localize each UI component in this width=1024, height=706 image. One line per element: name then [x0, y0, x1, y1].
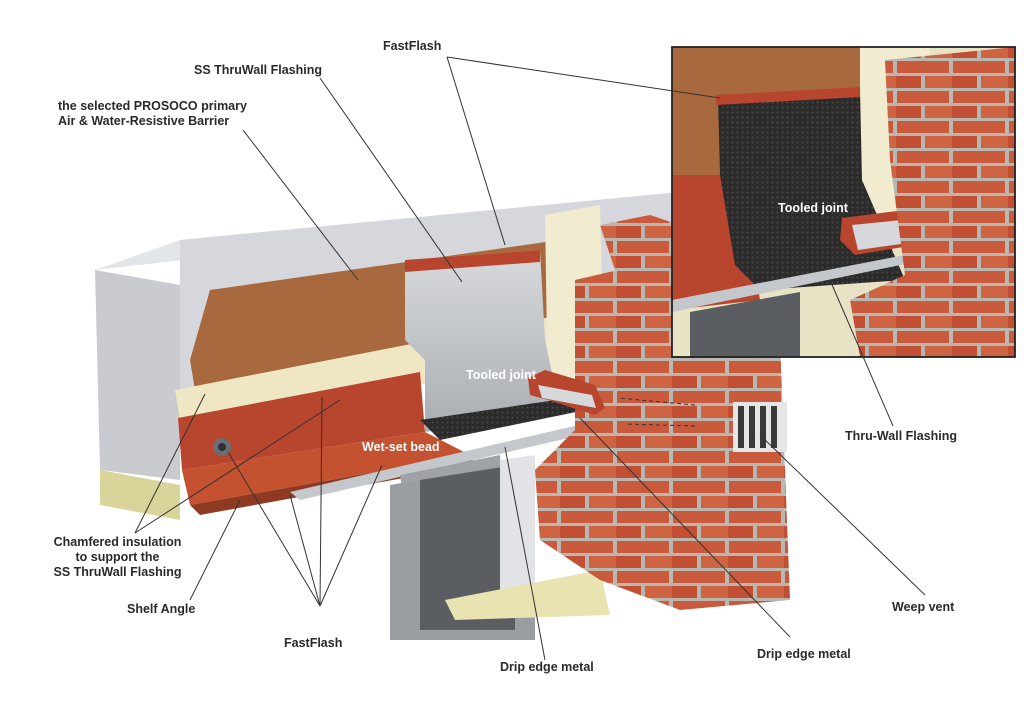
anchor-bolt-center	[218, 443, 226, 451]
label-drip-edge-2: Drip edge metal	[757, 647, 851, 662]
label-chamfered: Chamfered insulation to support the SS T…	[40, 535, 195, 580]
label-ss-thruwall: SS ThruWall Flashing	[194, 63, 322, 78]
label-fastflash-bottom: FastFlash	[284, 636, 342, 651]
label-weep-vent: Weep vent	[892, 600, 954, 615]
label-chamfered-line1: Chamfered insulation	[40, 535, 195, 550]
label-wet-set-bead: Wet-set bead	[362, 440, 440, 454]
label-barrier-line1: the selected PROSOCO primary	[58, 99, 247, 114]
label-thru-wall: Thru-Wall Flashing	[845, 429, 957, 444]
label-shelf-angle: Shelf Angle	[127, 602, 195, 617]
sheathing-wall	[95, 270, 180, 480]
label-barrier-line2: Air & Water-Resistive Barrier	[58, 114, 247, 129]
weep-vent	[733, 402, 787, 452]
label-barrier: the selected PROSOCO primary Air & Water…	[58, 99, 247, 129]
label-fastflash-top: FastFlash	[383, 39, 441, 54]
steel-beam-flange	[500, 455, 535, 605]
label-chamfered-line2: to support the	[40, 550, 195, 565]
label-tooled-joint-inset: Tooled joint	[778, 201, 848, 215]
label-chamfered-line3: SS ThruWall Flashing	[40, 565, 195, 580]
label-tooled-joint-main: Tooled joint	[466, 368, 536, 382]
label-drip-edge-1: Drip edge metal	[500, 660, 594, 675]
